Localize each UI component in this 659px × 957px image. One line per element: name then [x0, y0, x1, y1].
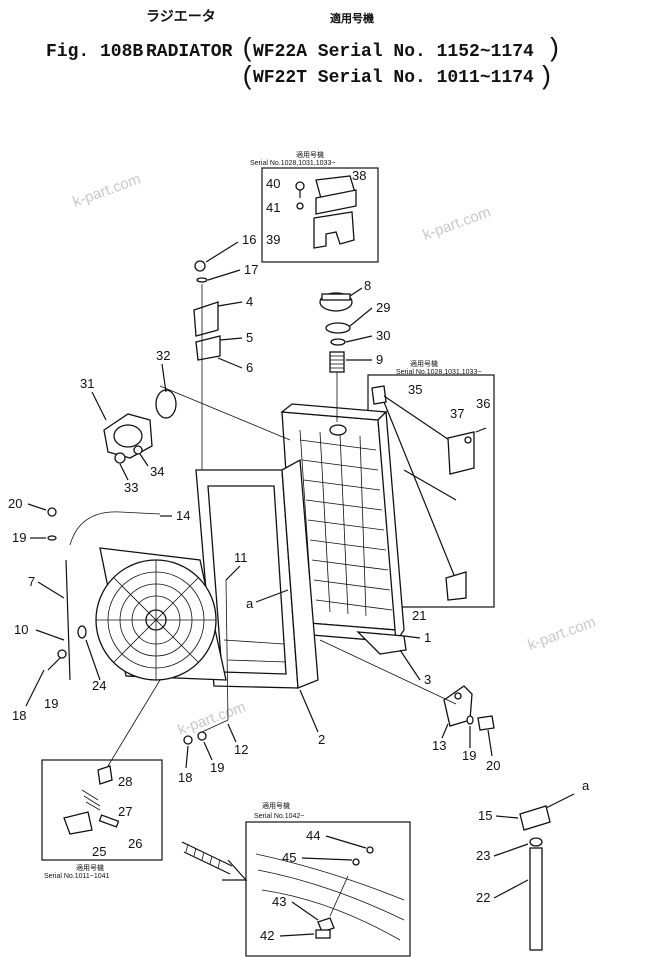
callout-40: 40 [266, 176, 280, 191]
jp-title: ラジエータ [146, 10, 216, 26]
figure-number: Fig. 108B [46, 42, 144, 62]
callout-21: 21 [412, 608, 426, 623]
inset-right-serial: Serial No.1028,1031,1033~ [396, 369, 481, 376]
callout-13: 13 [432, 738, 446, 753]
fan-link-line [107, 679, 161, 767]
callout-24: 24 [92, 678, 106, 693]
callout-6: 6 [246, 360, 253, 375]
callout-a: a [246, 596, 254, 611]
serial-line-2: WF22T Serial No. 1011~1174 [253, 68, 534, 88]
callout-8: 8 [364, 278, 371, 293]
inlet-pipe: 31 32 33 34 [80, 348, 291, 495]
callout-19: 19 [462, 748, 476, 763]
inset-top: 適用号機 Serial No.1028,1031,1033~ 40 41 38 … [250, 150, 379, 263]
callout-33: 33 [124, 480, 138, 495]
callout-11: 11 [234, 550, 248, 565]
figure-title: RADIATOR [146, 42, 233, 62]
top-brackets: 16 17 4 5 6 [193, 232, 258, 470]
close-paren-2: ) [538, 62, 554, 92]
callout-22: 22 [476, 890, 490, 905]
callout-44: 44 [306, 828, 320, 843]
callout-14: 14 [176, 508, 190, 523]
callout-18: 18 [178, 770, 192, 785]
callout-37: 37 [450, 406, 464, 421]
watermark: k-part.com [176, 699, 248, 739]
callout-43: 43 [272, 894, 286, 909]
serial-line-1: WF22A Serial No. 1152~1174 [253, 42, 534, 62]
inset-bottom-center: 適用号機 Serial No.1042~ 44 45 43 42 [245, 801, 411, 957]
callout-4: 4 [246, 294, 253, 309]
mount-bracket: 13 19 20 [319, 639, 500, 773]
hose-parts: 14 20 19 7 10 18 19 24 11 [8, 496, 248, 723]
jp-serial-label: 適用号機 [330, 14, 374, 26]
callout-10: 10 [14, 622, 28, 637]
callout-31: 31 [80, 376, 94, 391]
callout-17: 17 [244, 262, 258, 277]
callout-9: 9 [376, 352, 383, 367]
callout-18: 18 [12, 708, 26, 723]
callout-19: 19 [12, 530, 26, 545]
callout-38: 38 [352, 168, 366, 183]
close-paren-1: ) [546, 34, 562, 64]
callout-23: 23 [476, 848, 490, 863]
watermark: k-part.com [421, 204, 493, 244]
callout-12: 12 [234, 742, 248, 757]
inset-top-jp: 適用号機 [296, 150, 324, 159]
fan-guard [95, 547, 227, 681]
callout-34: 34 [150, 464, 164, 479]
drain-parts: a 15 23 22 [476, 778, 590, 951]
callout-16: 16 [242, 232, 256, 247]
callout-7: 7 [28, 574, 35, 589]
open-paren-1: ( [240, 34, 256, 64]
inset-right: 適用号機 Serial No.1028,1031,1033~ 35 37 36 … [367, 359, 495, 623]
callout-3: 3 [424, 672, 431, 687]
radiator-core: 1 3 [280, 403, 431, 687]
callout-5: 5 [246, 330, 253, 345]
open-paren-2: ( [240, 62, 256, 92]
inset-top-serial: Serial No.1028,1031,1033~ [250, 160, 335, 167]
callout-30: 30 [376, 328, 390, 343]
inset-right-jp: 適用号機 [410, 359, 438, 368]
callout-a: a [582, 778, 590, 793]
watermark: k-part.com [526, 614, 598, 654]
inset-bottom-center-jp: 適用号機 [262, 801, 290, 810]
bottom-bolts: 12 18 19 [178, 719, 248, 785]
callout-29: 29 [376, 300, 390, 315]
filler-cap-group: 8 29 30 9 [319, 278, 390, 422]
inset-bottom-center-serial: Serial No.1042~ [254, 813, 304, 820]
callout-15: 15 [478, 808, 492, 823]
inset-bottom-left-serial: Serial No.1011~1041 [44, 873, 110, 880]
callout-39: 39 [266, 232, 280, 247]
watermark: k-part.com [71, 171, 143, 211]
callout-36: 36 [476, 396, 490, 411]
callout-26: 26 [128, 836, 142, 851]
inset-bottom-left: 28 27 26 25 適用号機 Serial No.1011~1041 [41, 759, 163, 880]
callout-41: 41 [266, 200, 280, 215]
callout-1: 1 [424, 630, 431, 645]
callout-25: 25 [92, 844, 106, 859]
callout-27: 27 [118, 804, 132, 819]
callout-20: 20 [8, 496, 22, 511]
shroud: 2 a [195, 458, 325, 747]
callout-35: 35 [408, 382, 422, 397]
callout-45: 45 [282, 850, 296, 865]
callout-28: 28 [118, 774, 132, 789]
callout-20: 20 [486, 758, 500, 773]
hatched-arrow [181, 841, 248, 881]
callout-2: 2 [318, 732, 325, 747]
callout-42: 42 [260, 928, 274, 943]
inset-bottom-left-jp: 適用号機 [76, 863, 104, 872]
callout-32: 32 [156, 348, 170, 363]
callout-19: 19 [210, 760, 224, 775]
callout-19: 19 [44, 696, 58, 711]
